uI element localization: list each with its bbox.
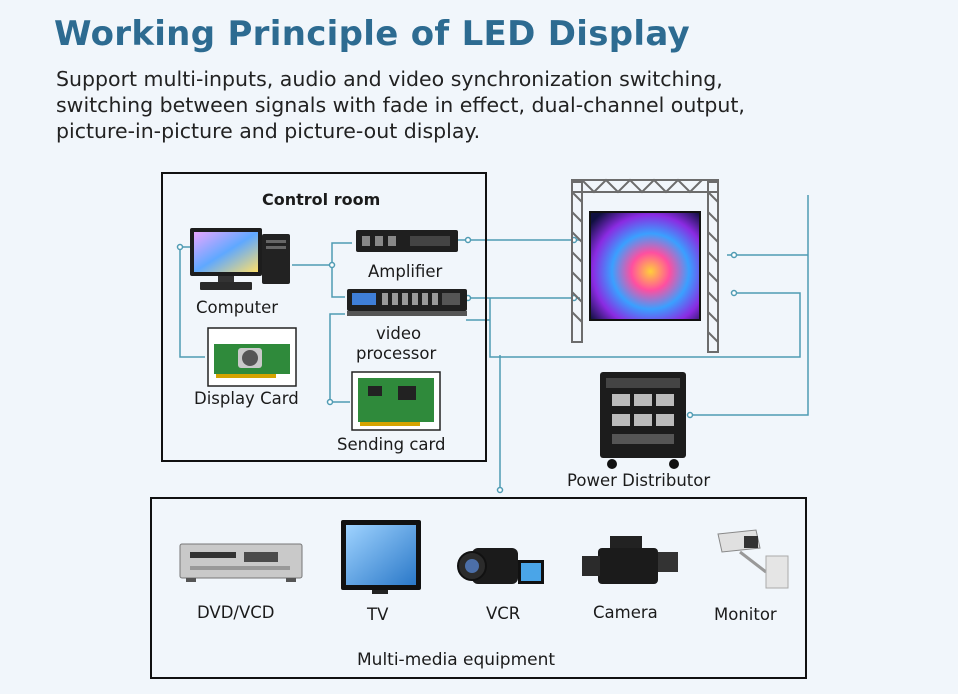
subtitle-line: picture-in-picture and picture-out displ… [56, 119, 481, 143]
video-processor-label-line2: processor [356, 344, 437, 363]
device-label-monitor: Monitor [714, 605, 777, 624]
sending-card-label: Sending card [337, 435, 446, 454]
subtitle-line: switching between signals with fade in e… [56, 93, 745, 117]
device-label-tv: TV [367, 605, 389, 624]
power-distributor-label: Power Distributor [567, 471, 711, 490]
device-label-dvd: DVD/VCD [197, 603, 275, 622]
dvd-player-icon [179, 543, 303, 582]
computer-label: Computer [196, 298, 279, 317]
video-processor-label-line1: video [376, 324, 422, 343]
control-room-frame [161, 172, 487, 462]
display-card-label: Display Card [194, 389, 299, 408]
video-processor-icon [347, 289, 467, 316]
control-room-title: Control room [262, 190, 381, 209]
computer-icon [190, 228, 290, 290]
multimedia-title: Multi-media equipment [357, 650, 556, 670]
page-subtitle: Support multi-inputs, audio and video sy… [56, 66, 936, 144]
subtitle-line: Support multi-inputs, audio and video sy… [56, 67, 723, 91]
multimedia-frame [150, 497, 807, 679]
connector-lines [179, 195, 809, 490]
device-label-camera: Camera [593, 603, 658, 622]
sending-card-icon [351, 371, 441, 431]
page-title: Working Principle of LED Display [54, 14, 691, 54]
led-wall-on-truss-icon [571, 178, 719, 353]
device-label-vcr: VCR [486, 604, 521, 623]
surveillance-camera-icon [717, 529, 789, 589]
amplifier-label: Amplifier [368, 262, 443, 281]
professional-camera-icon [582, 536, 678, 584]
display-card-icon [207, 327, 297, 387]
power-distributor-icon [600, 372, 686, 469]
vcr-camcorder-icon [457, 548, 544, 584]
amplifier-icon [356, 230, 458, 252]
tv-icon [341, 520, 421, 594]
